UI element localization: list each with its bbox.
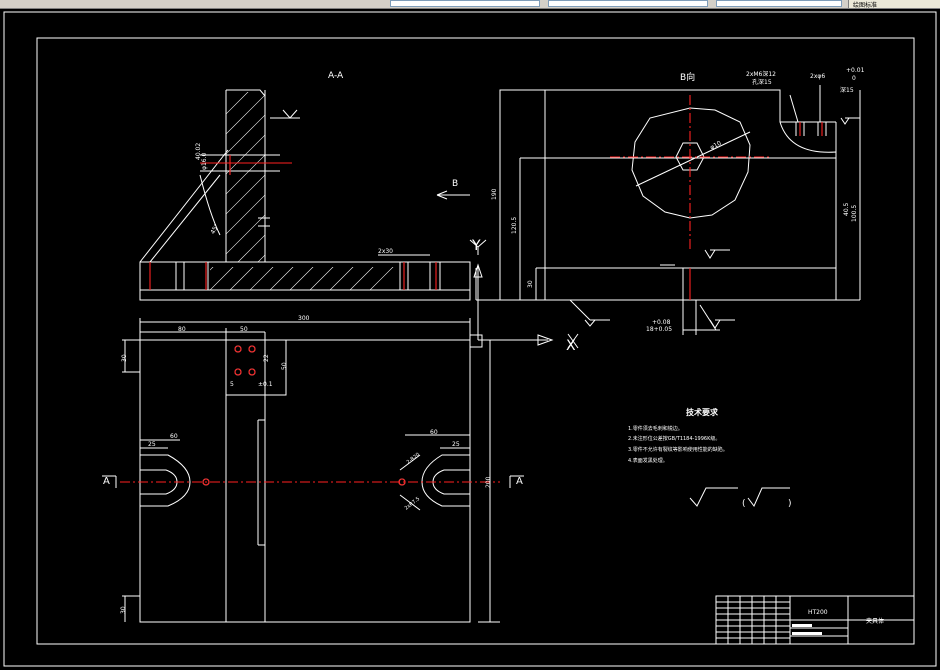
section-aa-title: A-A [328, 71, 344, 81]
dim-120: 120.5 [511, 217, 518, 234]
part-name-label: 夹具体 [866, 617, 884, 625]
dim-002: 40.02 [195, 143, 202, 160]
dim-22: 22 [263, 354, 270, 362]
dim-45: 45° [209, 223, 220, 236]
roughness-symbols [689, 487, 790, 507]
dim-2x30: 2x30 [378, 248, 393, 255]
dim-tol-low-1: +0.08 [652, 319, 671, 326]
notes-item-1: 1.零件须去毛刺和锐边。 [628, 425, 683, 432]
dim-phi10: φ10 [709, 140, 723, 152]
dim-200: 200 [485, 476, 492, 488]
plan-view [102, 239, 579, 623]
tb-mark [792, 632, 822, 635]
outer-border [3, 11, 937, 667]
notes-item-3: 3.零件不允许有裂纹等影响使用性能的缺陷。 [628, 446, 728, 453]
dim-30-b: 30 [527, 280, 534, 288]
dim-300: 300 [298, 315, 310, 322]
dim-60-left: 60 [170, 433, 178, 440]
dim-190: 190 [491, 188, 498, 200]
title-block [715, 595, 915, 645]
dim-tol-low-2: 18+0.05 [646, 326, 672, 333]
notes-title: 技术要求 [686, 407, 719, 417]
dim-30-left: 30 [121, 354, 128, 362]
material-label: HT200 [808, 609, 828, 616]
dim-60-right: 60 [430, 429, 438, 436]
dim-tol-top2: 0 [852, 75, 856, 82]
dim-25-left: 25 [148, 441, 156, 448]
dim-tol-01: ±0.1 [258, 381, 273, 388]
dim-phi16: φ16.0 [201, 153, 208, 171]
top-toolbar: 绘图标准 [0, 0, 940, 9]
view-b [475, 85, 861, 335]
dim-25-right: 25 [452, 441, 460, 448]
holes-note-4: 深15 [840, 86, 854, 94]
section-aa-view [139, 89, 471, 301]
holes-note-2: 孔深15 [752, 78, 772, 86]
toolbar-tab-style[interactable]: 绘图标准 [848, 0, 940, 9]
view-b-title: B向 [680, 71, 695, 83]
arrow-b-label: B [452, 179, 458, 189]
centerlines [120, 95, 823, 486]
notes-item-4: 4.表面发黑处理。 [628, 457, 668, 464]
dim-5: 5 [230, 381, 234, 388]
axis-x-label: X [566, 338, 576, 354]
tb-mark [792, 624, 812, 627]
dim-50-right: 50 [281, 362, 288, 370]
dim-100: 100.5 [851, 205, 858, 222]
toolbar-combo-lineweight[interactable] [716, 0, 842, 7]
toolbar-combo-layer[interactable] [390, 0, 540, 7]
section-mark-right: A [516, 476, 523, 487]
axis-y-label: Y [471, 238, 481, 254]
toolbar-combo-linetype[interactable] [548, 0, 708, 7]
dim-r20: 2-R20 [406, 452, 421, 466]
holes-note-1: 2xM6深12 [746, 70, 776, 78]
roughness-close-paren: ) [788, 499, 792, 509]
roughness-open-paren: ( [742, 499, 746, 509]
notes-item-2: 2.未注形位公差按GB/T1184-1996K级。 [628, 435, 720, 442]
dim-50-top: 50 [240, 326, 248, 333]
dim-30-bottom: 30 [120, 606, 127, 614]
section-mark-left: A [103, 476, 110, 487]
dim-80: 80 [178, 326, 186, 333]
drawing-frame [36, 37, 915, 645]
dim-tol-top: +0.01 [846, 67, 865, 74]
dim-40: 40.5 [843, 202, 850, 216]
holes-note-3: 2xφ6 [810, 73, 825, 80]
